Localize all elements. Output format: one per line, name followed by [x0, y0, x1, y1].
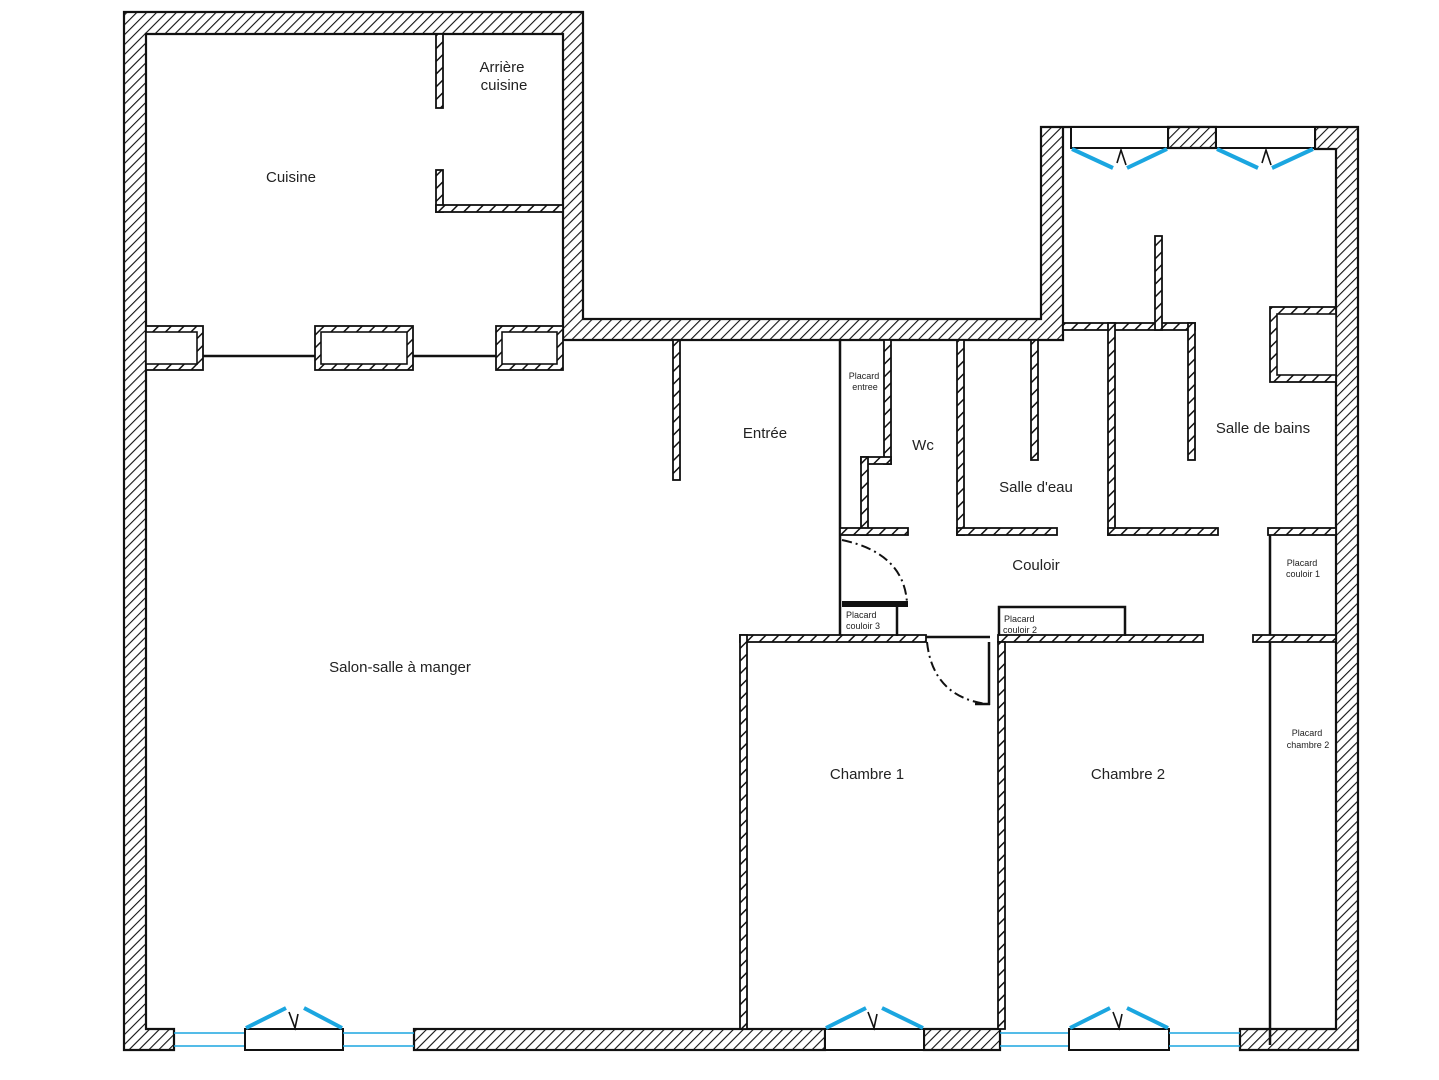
- label-placard-couloir-3a: Placard: [846, 610, 877, 620]
- arriere-cuisine-partition: [435, 33, 564, 213]
- placard-couloir-3-walls: [842, 601, 908, 636]
- label-placard-couloir-3b: couloir 3: [846, 621, 880, 631]
- label-arriere-cuisine-2: cuisine: [481, 77, 528, 94]
- label-wc: Wc: [912, 437, 934, 454]
- label-placard-chambre-2a: Placard: [1292, 728, 1323, 738]
- label-placard-entree-2: entree: [852, 382, 878, 392]
- label-salon: Salon-salle à manger: [329, 659, 471, 676]
- door-couloir: [841, 539, 908, 604]
- room-labels: Cuisine Arrière cuisine Entrée Placard e…: [266, 59, 1329, 783]
- window-salle-bains-left: [1070, 126, 1169, 170]
- chambres-top-wall: [739, 634, 1204, 1030]
- placard-entree-walls: [838, 339, 909, 636]
- window-chambre-1: [824, 1006, 925, 1051]
- label-arriere-cuisine-1: Arrière: [479, 59, 524, 76]
- window-chambre-2: [1000, 1006, 1240, 1051]
- label-chambre-2: Chambre 2: [1091, 766, 1165, 783]
- label-placard-couloir-1b: couloir 1: [1286, 569, 1320, 579]
- window-salon: [174, 1006, 414, 1051]
- salle-bains-walls: [1062, 235, 1337, 536]
- label-placard-chambre-2b: chambre 2: [1287, 740, 1330, 750]
- label-salle-bains: Salle de bains: [1216, 420, 1310, 437]
- label-placard-couloir-2a: Placard: [1004, 614, 1035, 624]
- kitchen-salon-separation: [145, 325, 564, 371]
- placard-couloir-2-walls: [997, 605, 1127, 636]
- placard-couloir-1-walls: [1252, 527, 1337, 1045]
- label-placard-entree-1: Placard: [849, 371, 880, 381]
- door-chambre-1: [926, 641, 991, 706]
- entree-partition: [672, 339, 681, 481]
- label-placard-couloir-2b: couloir 2: [1003, 625, 1037, 635]
- label-placard-couloir-1a: Placard: [1287, 558, 1318, 568]
- label-chambre-1: Chambre 1: [830, 766, 904, 783]
- label-cuisine: Cuisine: [266, 169, 316, 186]
- label-entree: Entrée: [743, 425, 787, 442]
- label-salle-eau: Salle d'eau: [999, 479, 1073, 496]
- window-salle-bains-right: [1215, 126, 1316, 170]
- label-couloir: Couloir: [1012, 557, 1060, 574]
- salle-eau-walls: [956, 339, 1058, 536]
